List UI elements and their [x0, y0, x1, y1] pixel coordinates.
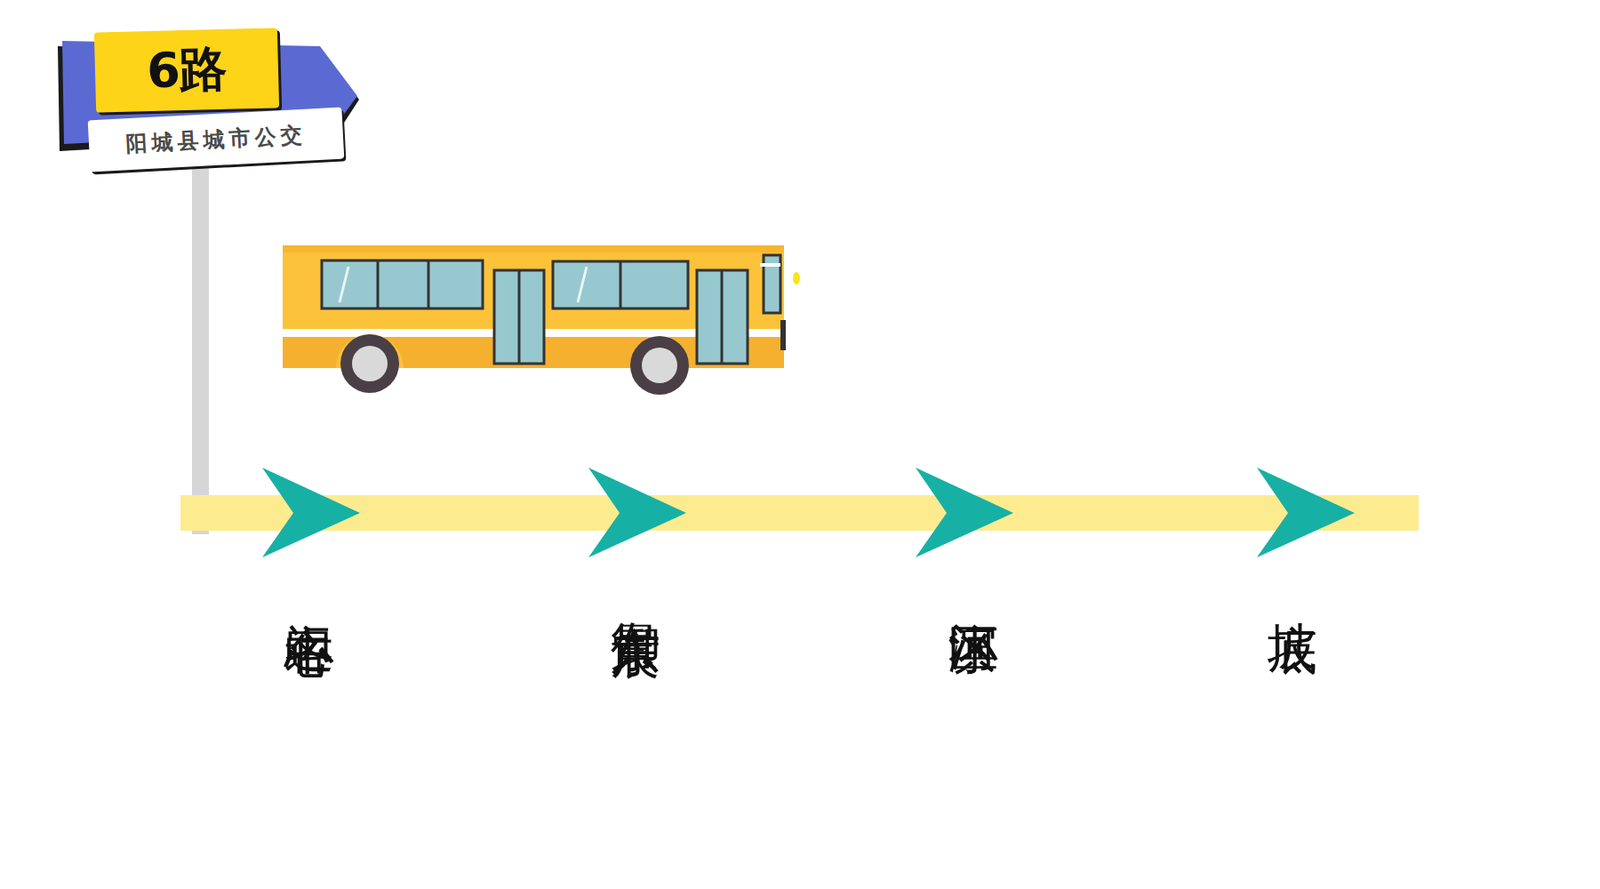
sign-text: 阳城县城市公交 [125, 120, 307, 160]
station-name: 御景东宸 [608, 582, 663, 590]
route-track [180, 495, 1419, 531]
direction-chevrons [262, 467, 1355, 558]
station-name: 坡底 [1265, 582, 1320, 586]
station-name: 滨河小区 [946, 582, 1000, 590]
sign-pole [192, 164, 209, 535]
sign-text: 6路 [145, 36, 227, 104]
route-number-box: 6路 [94, 27, 280, 112]
station-name: 客运中心 [282, 582, 336, 590]
bus-illustration [282, 245, 800, 395]
